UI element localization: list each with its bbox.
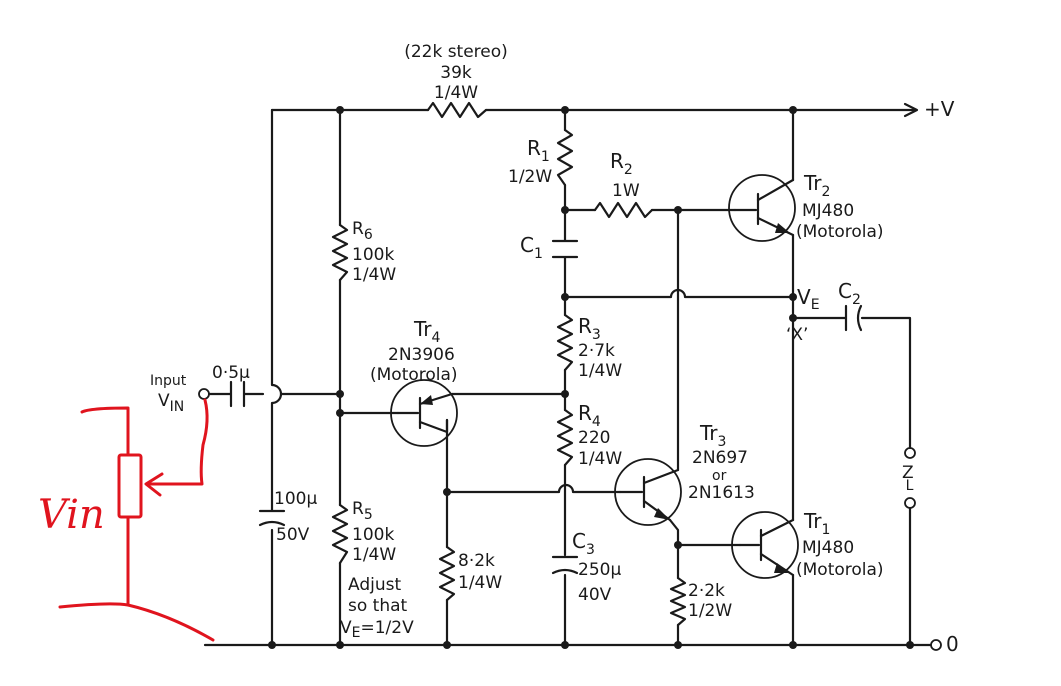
capacitor-c2 xyxy=(844,304,863,332)
resistor-r4 xyxy=(556,408,574,467)
resistor-8k2 xyxy=(438,545,456,602)
r3-label: R3 xyxy=(578,314,601,343)
wiring xyxy=(203,102,942,651)
tr1-label: Tr1 xyxy=(803,509,830,538)
tr1-maker: (Motorola) xyxy=(796,560,884,580)
c2-label: C2 xyxy=(838,279,861,308)
stereo-label: (22k stereo) xyxy=(404,42,508,62)
input-label: Input xyxy=(150,373,187,389)
capacitor-input xyxy=(229,380,246,408)
x-label: ‘X’ xyxy=(786,325,808,345)
ground-terminal xyxy=(930,639,942,651)
tr1-part: MJ480 xyxy=(802,538,854,558)
r5-rating: 1/4W xyxy=(352,545,396,565)
junctions xyxy=(268,106,914,649)
tr2-label: Tr2 xyxy=(803,171,830,200)
capacitor-100u xyxy=(258,509,286,527)
r6-value: 100k xyxy=(352,245,394,265)
r6-label: R6 xyxy=(352,219,373,243)
r5-label: R5 xyxy=(352,499,373,523)
r5-value: 100k xyxy=(352,525,394,545)
tr4-maker: (Motorola) xyxy=(370,365,458,385)
r-top-rating: 1/4W xyxy=(434,83,478,103)
tr4-part: 2N3906 xyxy=(388,345,455,365)
r22-value: 2·2k xyxy=(688,581,725,601)
input-cap-value: 0·5μ xyxy=(212,363,250,383)
c1-label: C1 xyxy=(520,233,543,262)
cap100-value: 100μ xyxy=(274,489,317,509)
resistor-2k2 xyxy=(669,576,687,627)
tr3-part1: 2N697 xyxy=(692,448,748,468)
tr3-label: Tr3 xyxy=(699,421,726,450)
r3-value: 2·7k xyxy=(578,341,615,361)
r1-rating: 1/2W xyxy=(508,167,552,187)
adjust-line3: VE=1/2V xyxy=(340,618,414,641)
resistor-r3 xyxy=(556,313,574,372)
adjust-line1: Adjust xyxy=(348,575,401,595)
tr3-or: or xyxy=(712,468,727,484)
r4-rating: 1/4W xyxy=(578,449,622,469)
vin-handwritten: Vin xyxy=(38,492,105,538)
adjust-line2: so that xyxy=(348,596,408,616)
r2-rating: 1W xyxy=(612,181,640,201)
transistor-tr4 xyxy=(390,379,458,447)
r2-label: R2 xyxy=(610,149,633,178)
tr4-label: Tr4 xyxy=(413,317,441,346)
tr2-maker: (Motorola) xyxy=(796,222,884,242)
r1-label: R1 xyxy=(527,136,550,165)
r4-label: R4 xyxy=(578,401,601,430)
input-terminal xyxy=(198,388,210,400)
r3-rating: 1/4W xyxy=(578,361,622,381)
transistor-tr2 xyxy=(728,174,796,242)
c3-value: 250μ xyxy=(578,560,621,580)
resistor-r2 xyxy=(593,201,654,219)
zl-terminal-top xyxy=(904,447,916,459)
tr3-part2: 2N1613 xyxy=(688,483,755,503)
transistor-tr1 xyxy=(731,511,799,579)
resistor-r6 xyxy=(331,223,349,282)
vin-annotation xyxy=(58,398,215,642)
zl-terminal-bottom xyxy=(904,497,916,509)
capacitor-c1 xyxy=(551,239,579,259)
r82-value: 8·2k xyxy=(458,551,495,571)
transistor-tr3 xyxy=(614,458,682,526)
c3-voltage: 40V xyxy=(578,585,612,605)
resistor-r5 xyxy=(331,503,349,565)
r82-rating: 1/4W xyxy=(458,573,502,593)
ve-label: VE xyxy=(797,285,820,313)
zero-label: 0 xyxy=(946,632,959,656)
r4-value: 220 xyxy=(578,428,610,448)
tr2-part: MJ480 xyxy=(802,201,854,221)
r22-rating: 1/2W xyxy=(688,601,732,621)
left-bus xyxy=(270,108,283,512)
plus-v-arrow xyxy=(903,102,919,118)
c3-label: C3 xyxy=(572,529,595,558)
vin-label: VIN xyxy=(158,391,184,415)
plus-v-label: +V xyxy=(924,97,955,121)
r6-rating: 1/4W xyxy=(352,265,396,285)
resistor-39k xyxy=(426,101,488,119)
r-top-value: 39k xyxy=(440,63,472,83)
resistor-r1 xyxy=(556,128,574,187)
cap100-voltage: 50V xyxy=(276,525,310,545)
capacitor-c3 xyxy=(551,555,579,575)
